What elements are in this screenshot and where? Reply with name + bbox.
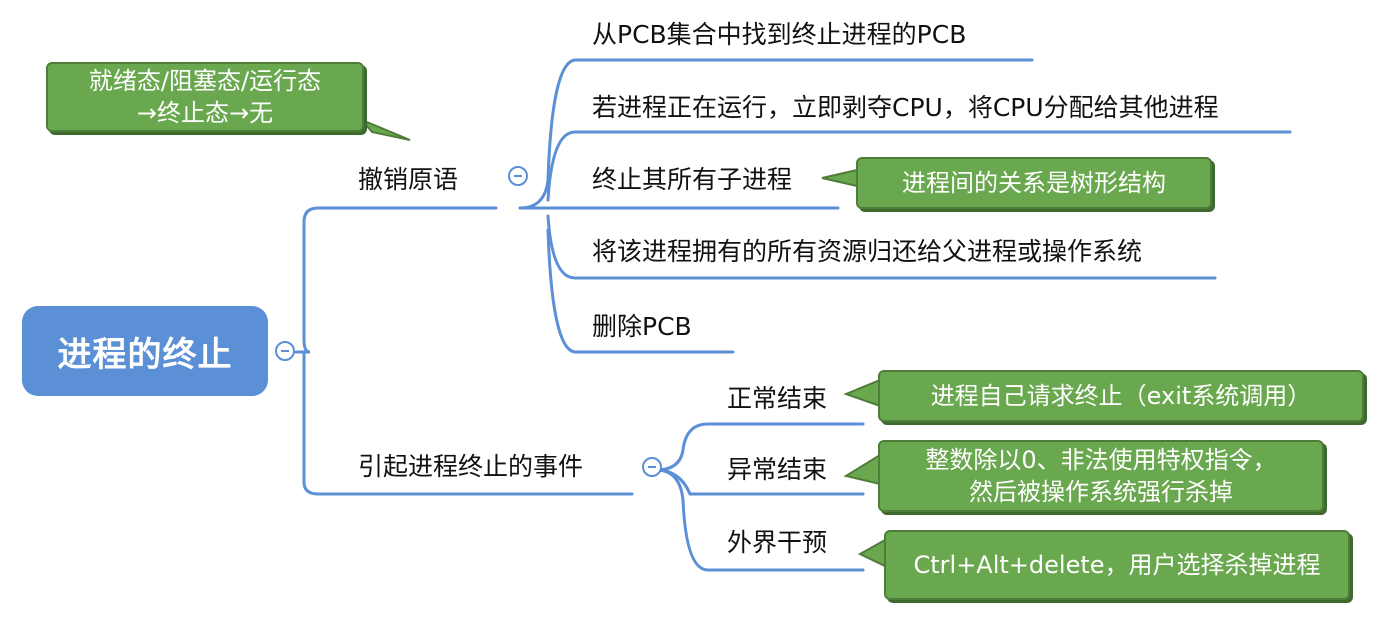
callout-tree-text: 进程间的关系是树形结构 [902,169,1166,197]
root-node[interactable]: 进程的终止 [22,306,268,396]
node-return-resources[interactable]: 将该进程拥有的所有资源归还给父进程或操作系统 [592,237,1143,266]
callout-normal-end: 进程自己请求终止（exit系统调用） [878,370,1364,422]
callout-abnormal-line2: 然后被操作系统强行杀掉 [969,478,1233,506]
callout-abnormal-end: 整数除以0、非法使用特权指令， 然后被操作系统强行杀掉 [878,440,1324,512]
node-preempt-cpu[interactable]: 若进程正在运行，立即剥夺CPU，将CPU分配给其他进程 [592,93,1219,122]
callout-tree-relation: 进程间的关系是树形结构 [856,157,1212,209]
node-normal-end[interactable]: 正常结束 [727,384,828,413]
callout-state-transition: 就绪态/阻塞态/运行态 →终止态→无 [46,62,364,132]
callout-abnormal-line1: 整数除以0、非法使用特权指令， [925,446,1277,474]
branch-revoke-primitive[interactable]: 撤销原语 [358,165,459,194]
node-delete-pcb[interactable]: 删除PCB [592,312,692,341]
callout-state-line2: →终止态→无 [136,99,274,127]
node-find-pcb[interactable]: 从PCB集合中找到终止进程的PCB [592,20,967,49]
callout-state-line1: 就绪态/阻塞态/运行态 [88,67,322,95]
node-external-intervention[interactable]: 外界干预 [727,528,828,557]
collapse-toggle-events[interactable] [642,457,662,477]
branch-termination-events[interactable]: 引起进程终止的事件 [358,452,584,481]
node-terminate-children[interactable]: 终止其所有子进程 [592,165,793,194]
collapse-toggle-revoke[interactable] [508,166,528,186]
collapse-toggle-root[interactable] [275,341,295,361]
callout-external-text: Ctrl+Alt+delete，用户选择杀掉进程 [913,551,1321,579]
node-abnormal-end[interactable]: 异常结束 [727,455,828,484]
callout-normal-text: 进程自己请求终止（exit系统调用） [930,382,1312,410]
callout-external: Ctrl+Alt+delete，用户选择杀掉进程 [884,530,1350,600]
